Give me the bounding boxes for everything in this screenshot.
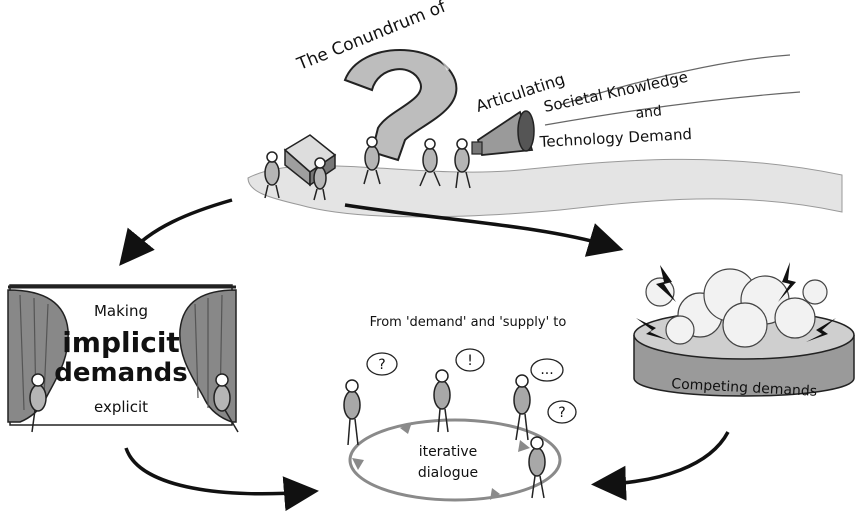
bubble-question-2: ? xyxy=(558,405,565,421)
competing-demands-label: Competing demands xyxy=(671,376,817,400)
bubble-ellipsis: ... xyxy=(540,362,553,378)
competing-demands-drum xyxy=(633,262,855,397)
dialogue-figures xyxy=(343,369,546,499)
title-line-5: Technology Demand xyxy=(538,125,692,151)
center-heading: From 'demand' and 'supply' to xyxy=(370,315,567,330)
arrow-left-to-center xyxy=(124,447,319,512)
cycle-label-2: dialogue xyxy=(418,465,478,481)
left-text-implicit: implicit xyxy=(62,326,180,359)
bubble-question-1: ? xyxy=(378,357,385,373)
title-line-4: and xyxy=(635,103,663,122)
cycle-label-1: iterative xyxy=(419,444,478,460)
bubble-exclamation: ! xyxy=(467,353,473,369)
arrow-right-to-center xyxy=(591,431,730,501)
left-text-making: Making xyxy=(94,302,148,320)
left-text-explicit: explicit xyxy=(94,398,148,416)
question-mark-sculpture xyxy=(338,40,458,162)
speech-bubbles xyxy=(366,348,577,424)
carrier-figures xyxy=(264,136,471,201)
top-road xyxy=(247,158,843,218)
megaphone-icon xyxy=(471,110,535,156)
dialogue-cycle xyxy=(348,418,562,502)
curtain-stage xyxy=(7,284,239,433)
left-text-demands: demands xyxy=(54,358,187,388)
arrow-to-left xyxy=(119,198,233,266)
sketch-line xyxy=(559,54,791,106)
arrow-to-right xyxy=(344,203,624,257)
sketch-line xyxy=(544,91,801,126)
title-line-3: Societal Knowledge xyxy=(542,68,689,116)
